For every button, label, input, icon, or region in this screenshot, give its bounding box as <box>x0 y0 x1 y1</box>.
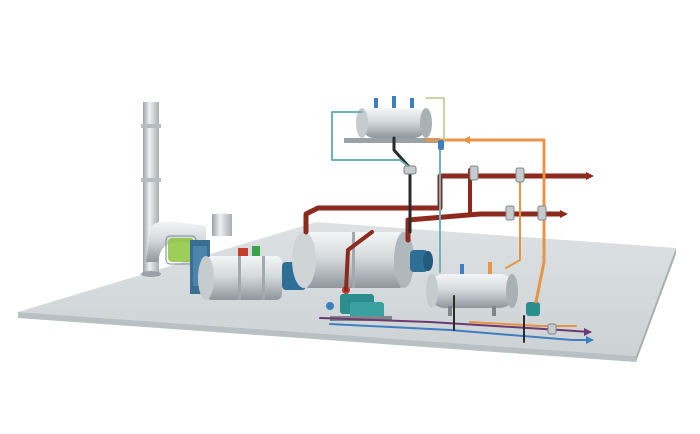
valve-front-1 <box>547 323 557 335</box>
storage-tank-leg-1 <box>448 306 452 316</box>
deaerator-small-body <box>212 214 232 236</box>
expansion-tank-valve-1 <box>374 98 378 108</box>
expansion-tank-end-left <box>356 108 368 138</box>
thermal-oil-boiler-band <box>352 232 355 288</box>
storage-tank-end-right <box>506 274 518 308</box>
thermal-oil-boiler-rear <box>292 232 316 288</box>
thermal-oil-boiler-front <box>394 232 414 288</box>
arrow-right-blue <box>586 336 594 344</box>
steam-boiler-small-band2 <box>262 256 265 300</box>
arrow-right-supply <box>586 172 594 180</box>
thermal-oil-burner-cap <box>423 251 433 271</box>
storage-tank-body <box>430 274 514 308</box>
thermal-oil-burner <box>410 250 428 272</box>
platform-edge <box>18 312 636 362</box>
steam-boiler-small-band1 <box>238 256 241 300</box>
valve-return-2 <box>537 205 547 221</box>
expansion-tank-body <box>362 108 426 138</box>
steam-orange-branch <box>505 179 521 269</box>
arrow-right-purple <box>584 328 592 336</box>
line-valves <box>403 140 557 335</box>
burner-green-fitting <box>252 246 260 256</box>
purple-return-line <box>319 317 591 333</box>
storage-tank-end-left <box>426 274 438 308</box>
burner-red-fitting <box>238 248 248 256</box>
chimney-ring-top <box>141 124 161 128</box>
expansion-tank <box>344 96 440 143</box>
hot-oil-supply-pipe <box>303 173 589 235</box>
expansion-tank-support <box>344 138 440 143</box>
piping-network <box>303 97 593 343</box>
teal-vent-line <box>331 111 411 169</box>
valve-supply-1 <box>515 167 525 183</box>
chimney-base <box>141 271 161 277</box>
valve-mid-1 <box>403 165 417 175</box>
valve-return-1 <box>505 205 515 221</box>
storage-tank-valve-1 <box>460 264 464 274</box>
fill-pump <box>526 302 540 316</box>
steam-boiler-small-body <box>206 256 282 300</box>
teal-overflow-line <box>425 97 445 143</box>
arrow-left-orange <box>462 136 470 144</box>
storage-tank <box>426 262 540 316</box>
chimney-ring-mid <box>141 178 161 182</box>
pump-discharge-pipe <box>344 230 374 292</box>
steam-boiler-small-front <box>198 256 214 300</box>
blue-feed-line <box>329 323 593 341</box>
expansion-tank-valve-3 <box>410 98 414 108</box>
expansion-line <box>392 136 412 170</box>
economizer-green-coil <box>168 238 194 262</box>
thermal-oil-boiler <box>292 232 433 288</box>
pump-valve-1 <box>326 302 334 310</box>
storage-tank-leg-2 <box>492 306 496 316</box>
orange-feed-line <box>469 321 577 327</box>
arrow-right-return <box>560 210 568 218</box>
steam-orange-pipe <box>424 138 546 304</box>
platform-side <box>636 248 676 362</box>
expansion-tank-valve-2 <box>392 96 396 108</box>
expansion-tank-end-right <box>420 108 432 138</box>
flow-arrows <box>462 136 594 344</box>
storage-tank-valve-2 <box>488 262 492 274</box>
pump-2 <box>350 302 384 320</box>
valve-supply-2 <box>469 165 479 181</box>
valve-top-1 <box>438 140 444 150</box>
